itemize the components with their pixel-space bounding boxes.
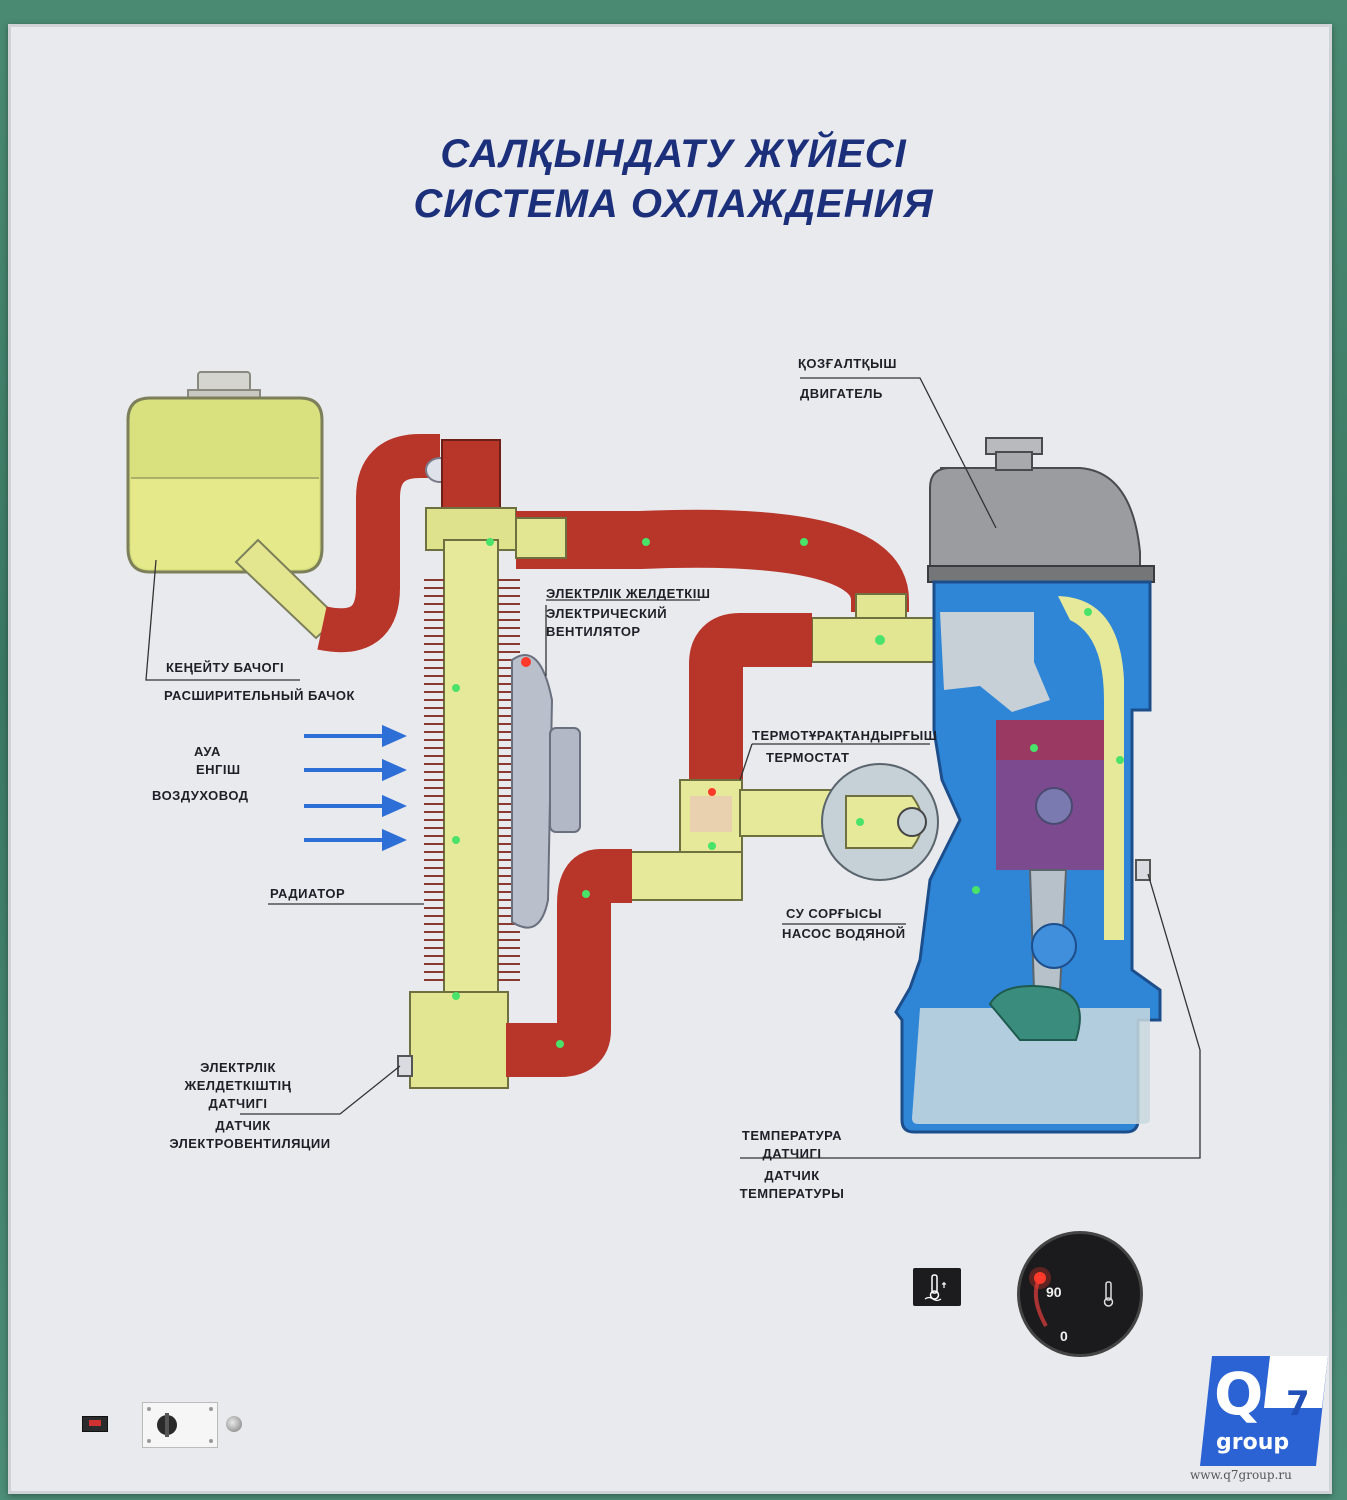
temperature-indicator-button[interactable] bbox=[913, 1268, 961, 1306]
power-switch[interactable] bbox=[82, 1416, 108, 1432]
water-pump bbox=[821, 763, 939, 881]
label-fan-ru-2: ВЕНТИЛЯТОР bbox=[546, 624, 641, 639]
title-ru: СИСТЕМА ОХЛАЖДЕНИЯ bbox=[413, 182, 934, 226]
indicator-lamp bbox=[226, 1416, 242, 1432]
label-air-kz-1: АУА bbox=[194, 744, 221, 759]
thermometer-icon bbox=[924, 1274, 946, 1302]
label-fan-ru-1: ЭЛЕКТРИЧЕСКИЙ bbox=[546, 606, 668, 621]
label-tank-ru: РАСШИРИТЕЛЬНЫЙ БАЧОК bbox=[164, 688, 355, 703]
label-tempsensor-kz-2: ДАТЧИГІ bbox=[762, 1146, 822, 1161]
temperature-gauge: 90 0 bbox=[1017, 1231, 1143, 1357]
label-tempsensor-kz-1: ТЕМПЕРАТУРА bbox=[741, 1128, 843, 1143]
label-pump-kz: СУ СОРҒЫСЫ bbox=[786, 906, 882, 921]
gauge-mark-90: 90 bbox=[1046, 1284, 1062, 1300]
label-pump-ru: НАСОС ВОДЯНОЙ bbox=[782, 926, 906, 941]
label-air-ru: ВОЗДУХОВОД bbox=[152, 788, 249, 803]
label-fansensor-kz-1: ЭЛЕКТРЛІК bbox=[200, 1060, 276, 1075]
label-fansensor-kz-3: ДАТЧИГІ bbox=[208, 1096, 268, 1111]
label-tank-kz: КЕҢЕЙТУ БАЧОГІ bbox=[166, 660, 285, 675]
label-fansensor-ru-1: ДАТЧИК bbox=[215, 1118, 271, 1133]
radiator-core bbox=[409, 439, 517, 1089]
label-thermostat-kz: ТЕРМОТҰРАҚТАНДЫРҒЫШ bbox=[752, 728, 938, 743]
key-switch-panel[interactable] bbox=[142, 1402, 218, 1448]
leds-red bbox=[521, 657, 716, 796]
q7-group-logo: Q 7 group bbox=[1200, 1356, 1328, 1466]
title-kz: САЛҚЫНДАТУ ЖҮЙЕСІ bbox=[440, 132, 907, 176]
expansion-tank bbox=[126, 371, 340, 640]
leds-green bbox=[452, 538, 1124, 1048]
radiator-fins bbox=[424, 579, 520, 981]
gauge-mark-0: 0 bbox=[1060, 1328, 1068, 1344]
label-tempsensor-ru-2: ТЕМПЕРАТУРЫ bbox=[739, 1186, 845, 1201]
thermometer-icon bbox=[1103, 1281, 1114, 1307]
label-engine-kz: ҚОЗҒАЛТҚЫШ bbox=[798, 356, 897, 371]
label-thermostat-ru: ТЕРМОСТАТ bbox=[766, 750, 850, 765]
label-fansensor-kz-2: ЖЕЛДЕТКІШТІҢ bbox=[184, 1078, 292, 1093]
label-engine-ru: ДВИГАТЕЛЬ bbox=[800, 386, 883, 401]
leader-lines bbox=[145, 377, 1201, 1159]
label-air-kz-2: ЕНГІШ bbox=[196, 762, 241, 777]
label-tempsensor-ru-1: ДАТЧИК bbox=[764, 1168, 820, 1183]
site-url: www.q7group.ru bbox=[1190, 1468, 1292, 1482]
key-switch-icon bbox=[147, 1407, 213, 1443]
label-fansensor-ru-2: ЭЛЕКТРОВЕНТИЛЯЦИИ bbox=[169, 1136, 331, 1151]
electric-fan bbox=[511, 654, 581, 929]
air-flow-arrows bbox=[304, 724, 407, 852]
engine-block bbox=[894, 437, 1162, 1134]
label-radiator: РАДИАТОР bbox=[270, 886, 346, 901]
label-fan-kz: ЭЛЕКТРЛІК ЖЕЛДЕТКІШ bbox=[546, 586, 711, 601]
